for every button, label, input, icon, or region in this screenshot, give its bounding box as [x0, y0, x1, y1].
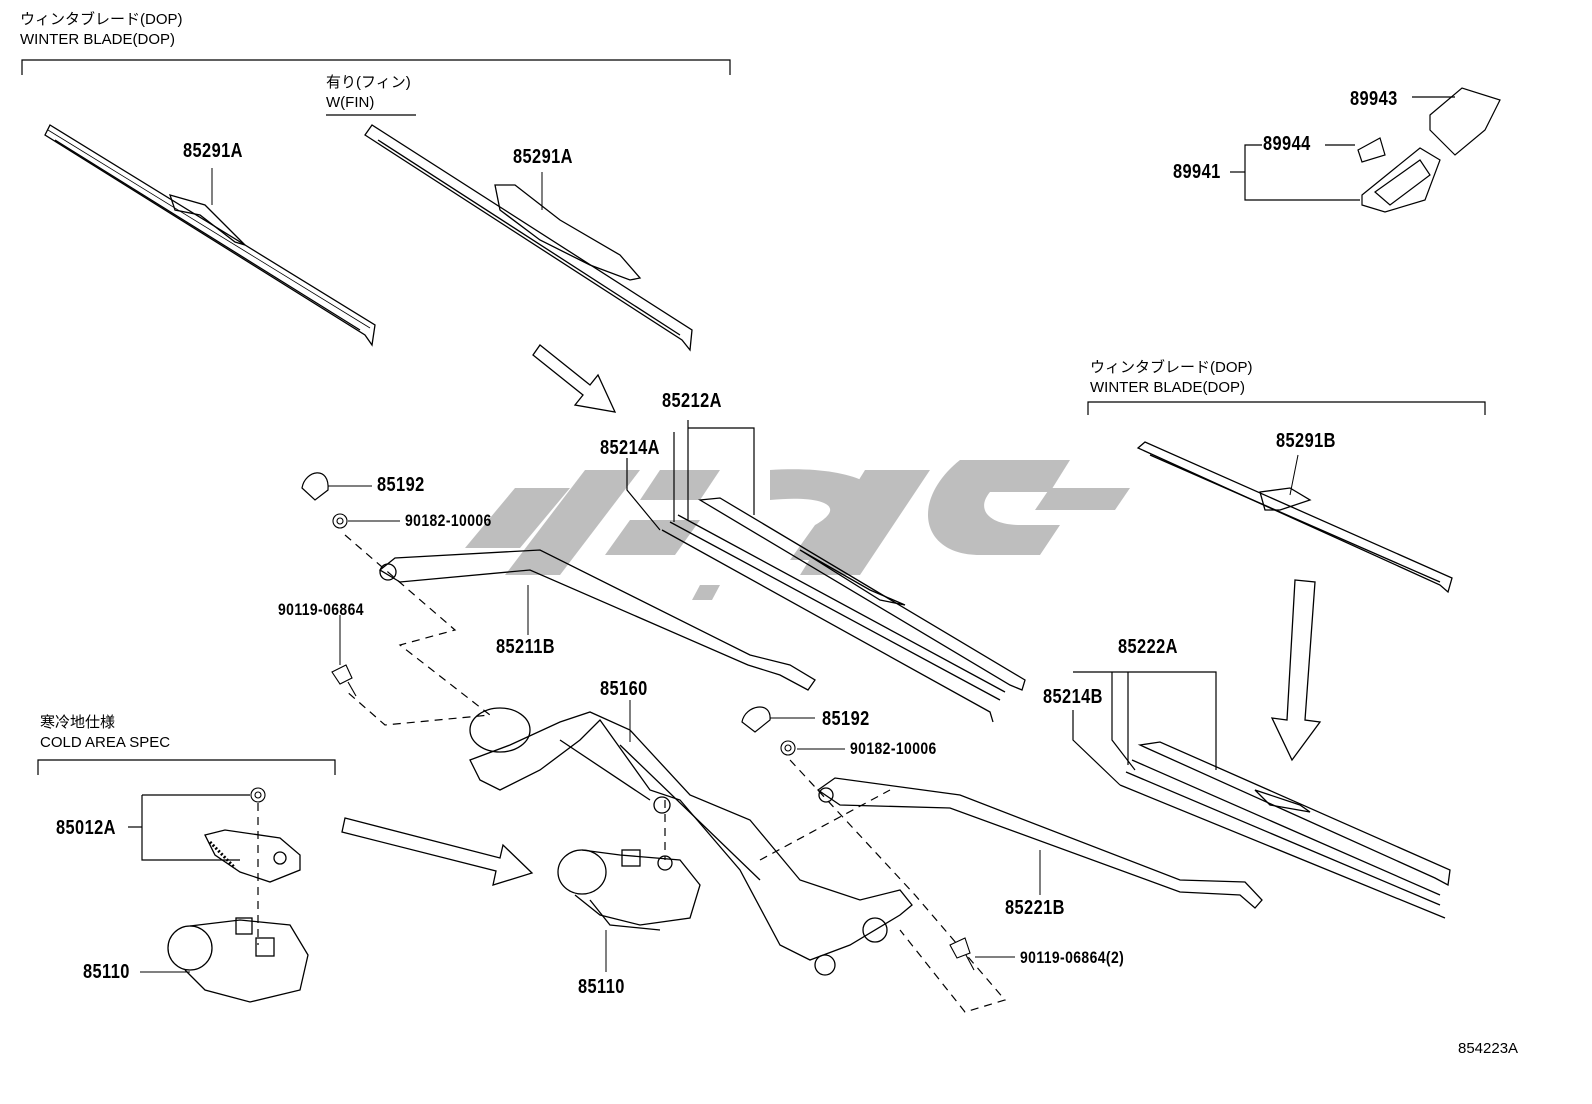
- diagram-code: 854223A: [1458, 1040, 1519, 1057]
- watermark-logo: [465, 460, 1130, 600]
- wiper-motor-85110-center: [557, 849, 701, 931]
- cold-area-note-en: COLD AREA SPEC: [40, 734, 171, 751]
- winter-blade-note-right-jp: ウィンタブレード(DOP): [1090, 359, 1253, 376]
- part-label-90182-left[interactable]: 90182-10006: [405, 511, 492, 530]
- wiper-linkage-85160: [469, 707, 913, 976]
- winter-blade-note-right-en: WINTER BLADE(DOP): [1090, 379, 1246, 396]
- fin-note-en: W(FIN): [326, 94, 375, 111]
- wiper-blade-85212a: [661, 497, 1026, 723]
- wiper-motor-85110-cold: [167, 917, 309, 1003]
- wiper-blade-85291b: [1136, 441, 1453, 594]
- part-label-85192-left[interactable]: 85192: [377, 474, 425, 496]
- part-label-85291a-right[interactable]: 85291A: [513, 146, 573, 168]
- cap-85192: [301, 472, 771, 733]
- part-label-90119-right[interactable]: 90119-06864(2): [1020, 948, 1125, 967]
- wiper-blade-85291a-right: [364, 124, 693, 352]
- nut-icon: [250, 513, 796, 803]
- wiper-blade-85291a-left: [44, 124, 376, 347]
- part-label-85110-center[interactable]: 85110: [578, 976, 625, 998]
- part-label-90119-left[interactable]: 90119-06864: [278, 600, 364, 619]
- fin-note-jp: 有り(フィン): [326, 74, 411, 91]
- cold-area-note-jp: 寒冷地仕様: [40, 714, 116, 731]
- wiper-blade-85222a: [1119, 741, 1451, 919]
- part-label-85291a-left[interactable]: 85291A: [183, 140, 243, 162]
- part-label-85212a[interactable]: 85212A: [662, 390, 722, 412]
- wiper-arm-85221b: [816, 777, 1263, 909]
- leader-lines: [140, 168, 1299, 973]
- motor-bracket-85012a: [204, 829, 301, 883]
- part-label-85221b[interactable]: 85221B: [1005, 897, 1065, 919]
- part-label-85160[interactable]: 85160: [600, 678, 648, 700]
- adapter-clip: [1357, 87, 1501, 213]
- part-label-90182-right[interactable]: 90182-10006: [850, 739, 937, 758]
- part-label-85211b[interactable]: 85211B: [496, 636, 556, 658]
- part-label-85214a[interactable]: 85214A: [600, 437, 660, 459]
- part-label-85012a[interactable]: 85012A: [56, 817, 116, 839]
- winter-blade-note-left-en: WINTER BLADE(DOP): [20, 31, 176, 48]
- part-label-89943[interactable]: 89943: [1350, 88, 1398, 110]
- winter-blade-note-left-jp: ウィンタブレード(DOP): [20, 11, 183, 28]
- part-label-85291b[interactable]: 85291B: [1276, 430, 1336, 452]
- part-label-85222a[interactable]: 85222A: [1118, 636, 1178, 658]
- assembly-lines: [257, 534, 1007, 1013]
- part-label-85110-cold[interactable]: 85110: [83, 961, 130, 983]
- wiper-arm-85211b: [378, 549, 816, 691]
- part-label-85214b[interactable]: 85214B: [1043, 686, 1103, 708]
- part-label-89941[interactable]: 89941: [1173, 161, 1221, 183]
- part-label-85192-right[interactable]: 85192: [822, 708, 870, 730]
- group-brackets: [21, 59, 1486, 861]
- bolt-icon: [331, 664, 975, 971]
- flow-arrow-icon: [341, 344, 1322, 886]
- part-label-89944[interactable]: 89944: [1263, 133, 1311, 155]
